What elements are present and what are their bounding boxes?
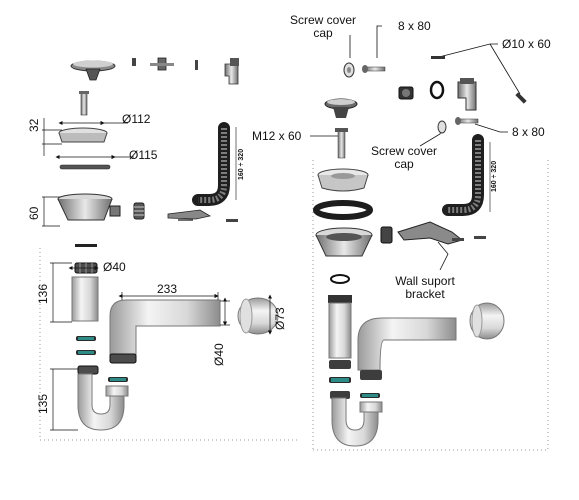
dim-height-60: 60 — [27, 206, 41, 220]
u-trap-right — [331, 397, 383, 447]
nut-small-right — [398, 86, 414, 100]
flange-112 — [58, 127, 108, 143]
flange-right — [317, 168, 369, 192]
nut-right-1 — [329, 360, 351, 369]
label-screw-10x60: Ø10 x 60 — [502, 37, 551, 51]
o-ring-right — [429, 80, 445, 100]
screw-10x60 — [431, 56, 527, 104]
label-screw-8x80-top: 8 x 80 — [398, 19, 431, 33]
u-trap-135 — [77, 373, 129, 431]
overflow-elbow-right — [457, 78, 477, 111]
label-wall-support-bracket: Wall suport bracket — [395, 274, 455, 301]
nut-left-1 — [109, 353, 137, 364]
dim-length-233: 233 — [157, 282, 178, 296]
seal-green-left-1 — [76, 336, 96, 341]
seal-green-left-2 — [76, 350, 96, 355]
seal-green-left-3 — [108, 377, 128, 382]
washer-top-left — [75, 244, 97, 247]
dim-height-136: 136 — [36, 283, 50, 304]
overflow-hose-right — [442, 134, 491, 216]
strainer-plug-small — [70, 60, 116, 81]
left-panel-frame — [39, 248, 300, 441]
small-clip — [132, 58, 136, 66]
label-screw-cover-cap-mid: Screw cover cap — [370, 144, 438, 171]
small-screw-left — [226, 219, 238, 222]
small-pin — [195, 60, 198, 70]
overflow-hose-left — [192, 122, 237, 206]
screw-cover-cap-top — [343, 62, 355, 78]
tube-136 — [71, 276, 99, 322]
basket-60 — [57, 193, 145, 221]
bracket-left — [167, 209, 212, 221]
ring-right — [313, 200, 373, 220]
dim-diameter-40-side: Ø40 — [212, 343, 226, 366]
nut-left-2 — [77, 365, 99, 375]
rosette-73 — [237, 297, 279, 335]
seal-green-right-1 — [329, 377, 351, 383]
rosette-right — [469, 302, 505, 340]
bolt-left — [79, 91, 89, 116]
label-screw-8x80-mid: 8 x 80 — [512, 125, 545, 139]
screw-cover-cap-mid — [437, 120, 447, 134]
dim-height-32: 32 — [27, 118, 41, 132]
label-bolt-m12x60: M12 x 60 — [252, 129, 302, 143]
bolt-m12 — [335, 128, 348, 159]
label-screw-cover-cap-top: Screw cover cap — [289, 13, 357, 40]
ring-115 — [59, 164, 111, 170]
overflow-head-small — [150, 57, 174, 71]
dim-diameter-73: Ø73 — [273, 307, 287, 330]
nut-right-3 — [330, 391, 350, 399]
dim-diameter-112: Ø112 — [122, 112, 151, 126]
basket-right — [315, 226, 393, 257]
overflow-elbow-small — [224, 58, 239, 85]
screw-8x80-mid — [455, 117, 479, 125]
wall-support-bracket — [397, 221, 486, 245]
bend-right — [357, 317, 457, 371]
washer-ring-right — [330, 274, 350, 284]
tube-right — [328, 295, 352, 359]
dim-height-135: 135 — [36, 393, 50, 414]
dim-diameter-115: Ø115 — [129, 148, 158, 162]
seal-green-right-2 — [360, 393, 380, 398]
bend-233 — [109, 299, 221, 361]
dim-range-left: 160 ÷ 320 — [238, 148, 245, 180]
right-panel-frame — [312, 160, 549, 451]
strainer-plug-right — [324, 98, 358, 118]
screw-8x80-top — [362, 65, 386, 73]
dim-diameter-40-top: Ø40 — [103, 260, 126, 274]
nut-right-2 — [360, 370, 382, 380]
dim-range-right: 160 ÷ 320 — [491, 160, 498, 192]
